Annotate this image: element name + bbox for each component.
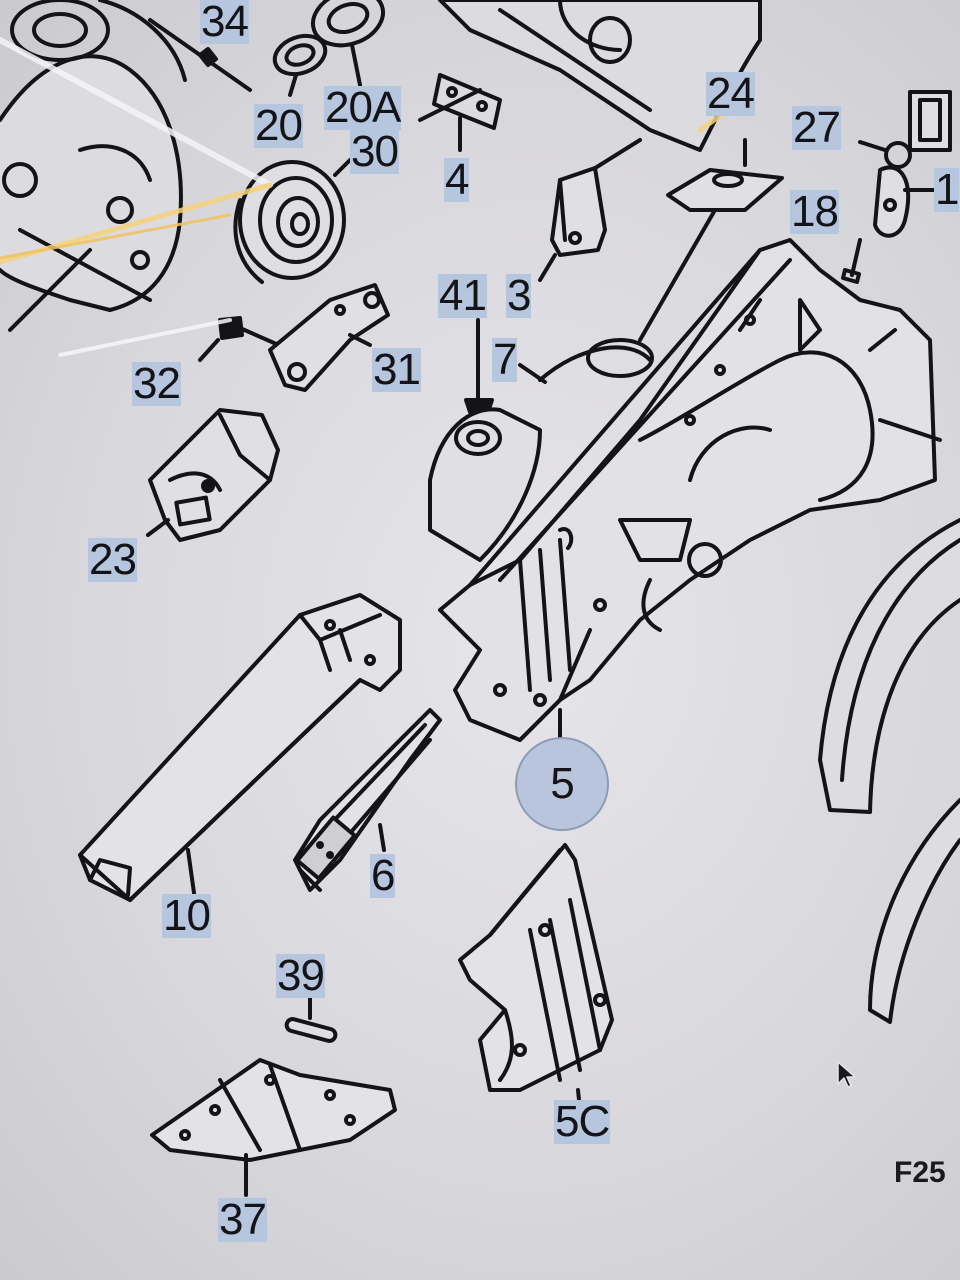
callout-1: 1 [934,165,960,214]
part-20-ring [272,33,328,97]
part-18-bracket-bolt [841,165,937,284]
callout-34: 34 [200,0,249,46]
callout-4: 4 [444,155,470,204]
callout-23: 23 [88,535,137,584]
part-10-box-beam [78,593,402,902]
figure-code: F25 [894,1156,946,1189]
part-7-mount [428,338,654,562]
part-39-pin [284,996,338,1043]
part-5-side-member [438,238,942,747]
callout-6: 6 [370,851,396,900]
part-24-bracket [638,138,784,342]
callout-31: 31 [372,345,421,394]
callout-5-circle [515,737,609,831]
callout-27: 27 [792,103,841,152]
part-32-stud [198,316,292,362]
mouse-pointer-icon [837,1061,856,1088]
callout-32: 32 [132,359,181,408]
callout-7: 7 [492,335,518,384]
callout-41: 41 [438,271,487,320]
part-31-bracket [268,283,390,392]
callout-5C: 5C [554,1097,610,1146]
callout-39: 39 [276,951,325,1000]
part-41-bolt [464,318,494,414]
callout-5: 5 [550,759,574,808]
part-3-bracket [538,166,607,282]
callout-20: 20 [254,101,303,150]
callout-20A: 20A [324,83,401,132]
part-6-reinforcement [293,708,442,892]
part-4-plate [432,73,502,152]
callout-18: 18 [790,187,839,236]
callout-30: 30 [350,127,399,176]
part-23-mount-block [146,408,280,542]
callout-10: 10 [162,891,211,940]
part-27-clip [858,90,952,169]
part-20A-seal [311,0,385,87]
part-37-plate [150,1058,397,1197]
callout-37: 37 [218,1195,267,1244]
callout-24: 24 [706,69,755,118]
callout-3: 3 [506,271,532,320]
part-upper-left-assembly [0,0,187,332]
part-5C-panel [458,843,614,1112]
part-30-mount [233,158,352,284]
part-wheel-arch [818,518,960,1024]
part-34-bolt [148,18,252,92]
